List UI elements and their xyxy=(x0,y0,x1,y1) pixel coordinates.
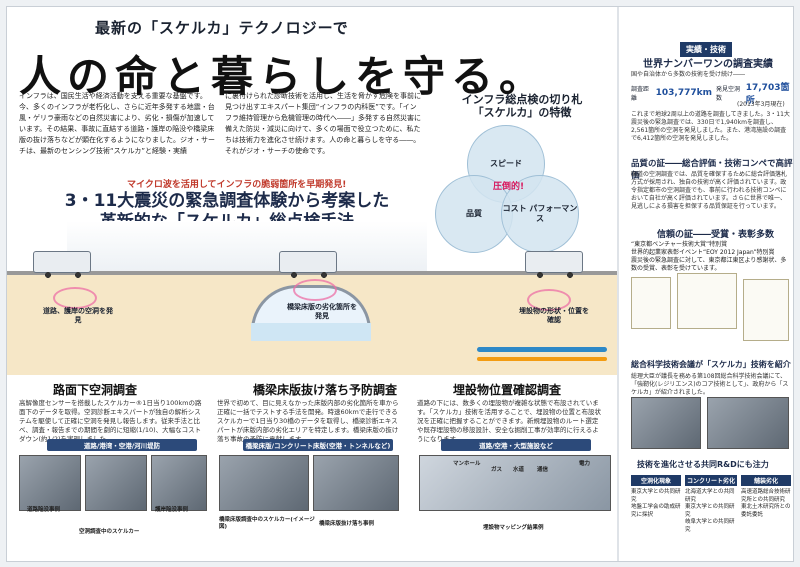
revetment-collapse-photo xyxy=(151,455,207,511)
stat-label: 発見空洞数 xyxy=(715,86,740,102)
pipe-label: ガス xyxy=(491,467,503,473)
rd-column-head: 空洞化現象 xyxy=(631,475,681,486)
rd-column: 北海道大学との共同研究 東京大学との共同研究 岐阜大学との共同研究 xyxy=(685,489,739,534)
bridge-label: 橋梁床版の劣化箇所を発見 xyxy=(287,303,357,320)
sidebar-header: 実績・技術 xyxy=(623,37,789,57)
stats-row: 調査距離 103,777km 発見空洞数 17,703箇所 xyxy=(631,83,791,106)
certificate-image xyxy=(677,273,737,329)
survey-truck-photo xyxy=(85,455,147,511)
features-title-line-2: 「スケルカ」の特徴 xyxy=(472,106,572,119)
pipe-label: 水道 xyxy=(513,467,525,473)
rd-item: 岐阜大学との共同研究 xyxy=(685,519,735,533)
cost-circle: コスト パフォーマンス xyxy=(501,175,579,253)
section-body-buried: 道路の下には、数多くの埋設物が複雑な状態で布設されています。「スケルカ」技術を活… xyxy=(417,399,601,443)
radar-wave-icon xyxy=(293,279,337,301)
award-item: 世界的起業家表彰イベント“EOY 2012 Japan”特別賞 xyxy=(631,249,775,256)
section-tag-cavity: 道路/港湾・空港/河川堤防 xyxy=(47,439,197,451)
feature-title-line-1: 3・11大震災の緊急調査体験から考案した xyxy=(64,191,390,211)
pipe-label: 通信 xyxy=(537,467,549,473)
nr1-title: 世界ナンバーワンの調査実績 xyxy=(643,59,773,70)
council-title: 総合科学技術会議が「スケルカ」技術を紹介 xyxy=(631,360,791,369)
cavity-label: 道路、護岸の空洞を発見 xyxy=(43,307,113,324)
photo-caption: 橋梁床版抜け落ち事例 xyxy=(319,521,375,527)
rd-column: 高速道路総合技術研究所との共同研究 東北土木研究所との委託委託 xyxy=(741,489,793,519)
awards-list: “東京都ベンチャー技術大賞”特別賞 世界的起業家表彰イベント“EOY 2012 … xyxy=(631,241,791,273)
trust-title: 信頼の証――受賞・表彰多数 xyxy=(657,230,775,240)
intro-column-2: に裏付けられた診断技術を活用し、生活を脅かす危険を事前に見つけ出すエキスパート集… xyxy=(225,92,421,155)
certificate-image xyxy=(743,279,789,341)
bridge-truck-photo xyxy=(219,455,309,511)
section-tag-buried: 道路/空港・大型施設など xyxy=(441,439,591,451)
photo-caption: 橋梁床版調査中のスケルカー(イメージ図) xyxy=(219,517,315,530)
nr1-body: これまで地球2周以上の道路を調査してきました。3・11大震災後の緊急調査では、3… xyxy=(631,111,790,142)
radar-wave-icon xyxy=(527,289,571,311)
council-meeting-photo xyxy=(707,397,789,449)
certificate-image xyxy=(631,277,671,329)
rd-item: 高速道路総合技術研究所との共同研究 xyxy=(741,489,791,503)
rd-title: 技術を進化させる共同R&Dにも注力 xyxy=(637,460,769,469)
bridge-deck-photo xyxy=(313,455,399,511)
sidebar-section-head: 実績・技術 xyxy=(680,42,732,57)
rd-item: 東北土木研究所との委託委託 xyxy=(741,504,791,518)
award-item: “東京都ベンチャー技術大賞”特別賞 xyxy=(631,241,728,248)
buried-mapping-image xyxy=(419,455,611,511)
headline: 人の命と暮らしを守る。 xyxy=(19,52,548,101)
pipe-label: 電力 xyxy=(579,461,591,467)
pipe-label: マンホール xyxy=(453,461,481,467)
photo-caption: 護岸陥没事例 xyxy=(155,507,189,513)
survey-truck-1 xyxy=(33,251,91,278)
quality-body: 国道の空洞調査では、品質を確保するために総合評価落札方式が採用され、独自の技術が… xyxy=(631,171,788,210)
quality-title: 品質の証――総合評価・技術コンペで高評価 xyxy=(631,159,793,181)
feature-subtitle: マイクロ波を活用してインフラの脆弱箇所を早期発見! xyxy=(127,180,347,190)
award-item: 震災後の緊急調査に対して、東京都江東区より感謝状、多数の受賞、表彰を受けています… xyxy=(631,257,787,272)
intro-column-1: インフラは、国民生活や経済活動を支える重要な基盤です。今、多くのインフラが老朽化… xyxy=(19,92,215,155)
buried-pipe xyxy=(477,357,607,361)
tagline: 最新の「スケルカ」テクノロジーで xyxy=(95,19,349,37)
rd-item: 東京大学との共同研究 xyxy=(631,489,681,503)
panel-divider xyxy=(617,7,619,561)
section-title-bridge: 橋梁床版抜け落ち予防調査 xyxy=(253,383,398,397)
road-collapse-photo xyxy=(19,455,81,511)
rd-item: 北海道大学との共同研究 xyxy=(685,489,735,503)
nr1-subtitle: 国や自治体から多数の技術を受け続け―― xyxy=(631,71,746,78)
rd-item: 東京大学との共同研究 xyxy=(685,504,735,518)
section-title-cavity: 路面下空洞調査 xyxy=(53,383,138,397)
council-slide-image xyxy=(631,397,701,449)
radar-wave-icon xyxy=(53,287,97,309)
rd-column-head: コンクリート劣化 xyxy=(685,475,737,486)
river-water xyxy=(251,323,371,341)
section-tag-bridge: 橋梁床版/コンクリート床版(空港・トンネルなど) xyxy=(243,439,393,451)
center-label: 圧倒的! xyxy=(493,182,525,192)
stat-value: 17,703箇所 xyxy=(745,83,790,106)
buried-pipe xyxy=(477,347,607,352)
features-title: インフラ総点検の切り札 「スケルカ」の特徴 xyxy=(427,93,617,119)
section-body-cavity: 高解像度センサーを搭載したスケルカー®1日当り100kmの路面下のデータを取得。… xyxy=(19,399,202,443)
section-body-bridge: 世界で初めて、目に見えなかった床版内部の劣化箇所を車から正確に一括でテストする手… xyxy=(217,399,399,443)
photo-caption: 道路陥没事例 xyxy=(27,507,61,513)
city-skyline xyxy=(67,221,427,271)
features-title-line-1: インフラ総点検の切り札 xyxy=(461,93,583,106)
section-title-buried: 埋設物位置確認調査 xyxy=(453,383,562,397)
rd-column-head: 舗装劣化 xyxy=(741,475,791,486)
buried-label: 埋設物の形状・位置を確認 xyxy=(519,307,589,324)
council-body: 総理大臣が議長を務める第108回総合科学技術会議にて、「強靭化(レジリエンス)の… xyxy=(631,373,789,396)
rd-column: 東京大学との共同研究 地盤工学会の助成研究に採択 xyxy=(631,489,683,519)
stat-label: 調査距離 xyxy=(631,86,650,102)
stat-value: 103,777km xyxy=(655,88,712,98)
brochure-page: 最新の「スケルカ」テクノロジーで 人の命と暮らしを守る。 インフラは、国民生活や… xyxy=(6,6,794,562)
survey-truck-3 xyxy=(525,251,583,278)
stat-note: (2013年3月現在) xyxy=(737,101,785,108)
survey-truck-2 xyxy=(279,251,337,278)
rd-item: 地盤工学会の助成研究に採択 xyxy=(631,504,681,518)
photo-caption: 空洞調査中のスケルカー xyxy=(79,529,140,535)
photo-caption: 埋設物マッピング結果例 xyxy=(483,525,544,531)
